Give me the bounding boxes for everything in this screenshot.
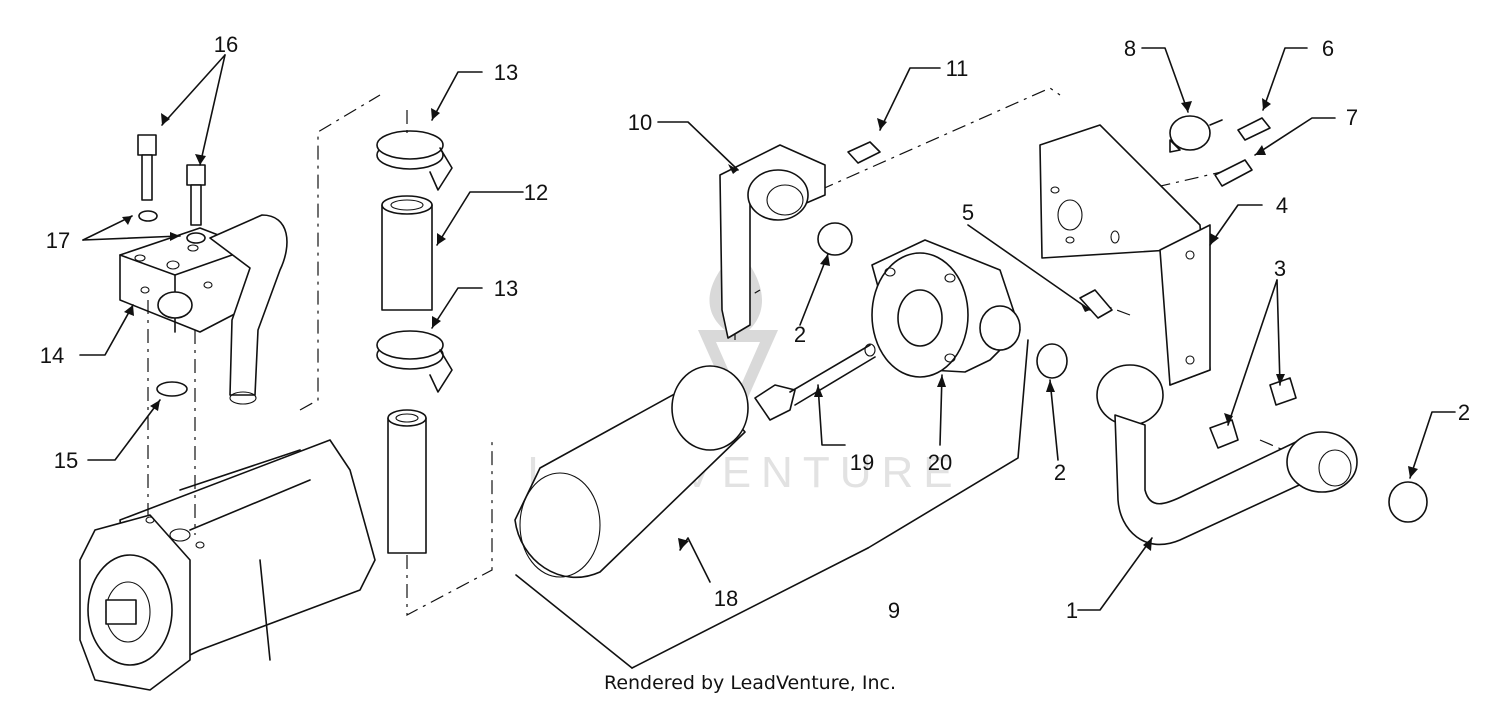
sensor-7 [1214,159,1253,187]
callout-12: 12 [524,180,548,205]
o-ring-2c [1388,481,1428,523]
callout-16: 16 [214,32,238,57]
o-ring-small [156,381,188,397]
callout-5: 5 [962,200,974,225]
callout-13-upper: 13 [494,60,518,85]
arrowheads [122,98,1418,551]
callout-labels: 16 17 14 15 13 12 13 10 11 8 6 7 4 5 3 2… [40,32,1470,623]
fitting-11 [847,141,881,164]
filter-bracket [719,144,826,339]
callout-19: 19 [850,450,874,475]
callout-20: 20 [928,450,952,475]
fitting-5 [1079,289,1113,319]
callout-2-center: 2 [1054,460,1066,485]
manifold-block [119,227,253,333]
callout-6: 6 [1322,36,1334,61]
suction-tube [1096,364,1358,546]
rendered-by-credit: Rendered by LeadVenture, Inc. [603,672,897,694]
sensor-6 [1237,117,1271,141]
callout-13-lower: 13 [494,276,518,301]
pressure-switch [1169,115,1223,153]
o-ring-2b [1036,343,1068,379]
relief-valve [754,343,876,421]
hydraulic-pump [79,439,376,691]
callout-10: 10 [628,110,652,135]
filter-head [871,239,1021,378]
o-ring-2a [817,222,853,256]
outlet-hose [209,214,288,405]
callout-1: 1 [1066,598,1078,623]
callout-14: 14 [40,343,64,368]
callout-3: 3 [1274,256,1286,281]
bolts [137,134,206,244]
callout-9: 9 [888,598,900,623]
callout-15: 15 [54,448,78,473]
filter-element [514,365,749,578]
leader-lines [79,47,1456,669]
callout-4: 4 [1276,193,1288,218]
mounting-plate [1039,124,1211,386]
callout-7: 7 [1346,105,1358,130]
hose-section [381,195,433,311]
callout-2-right: 2 [1458,400,1470,425]
hose-clamp-lower [376,330,453,393]
callout-11: 11 [946,56,969,81]
callout-18: 18 [714,586,738,611]
inlet-tube [387,409,427,554]
callout-17: 17 [46,228,70,253]
hose-clamp-upper [376,130,453,191]
callout-8: 8 [1124,36,1136,61]
callout-2-left: 2 [794,322,806,347]
